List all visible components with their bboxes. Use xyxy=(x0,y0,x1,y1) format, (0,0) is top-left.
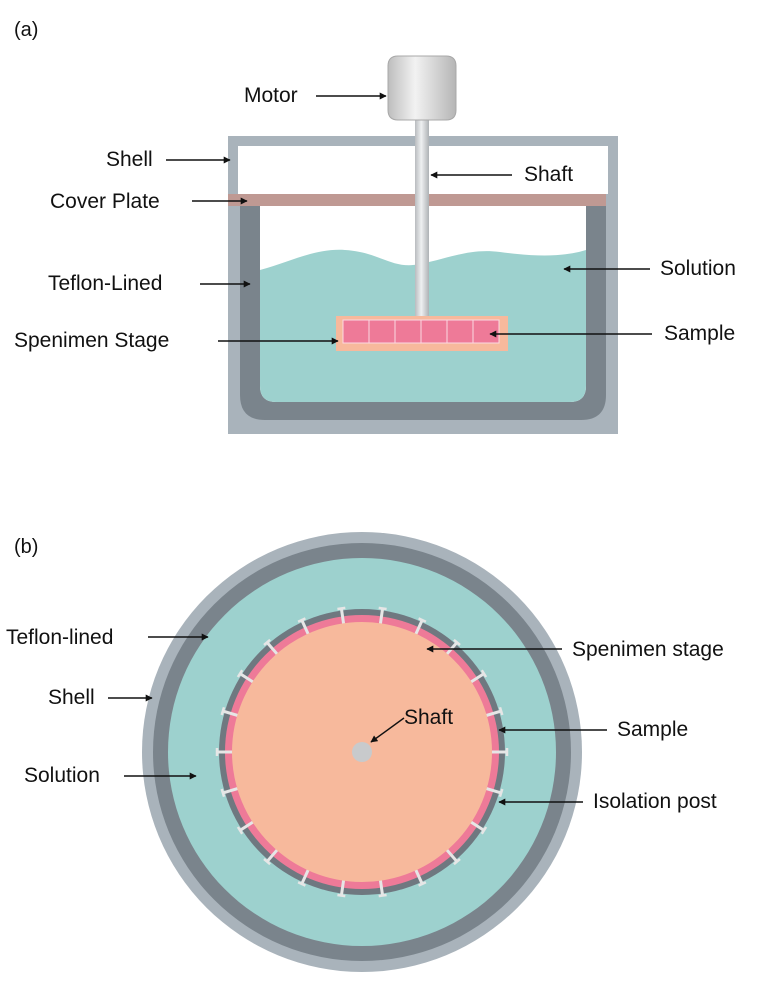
sample-a-5 xyxy=(446,319,474,344)
sample-a-3 xyxy=(394,319,422,344)
isolation-post-cap xyxy=(418,617,427,623)
label-shell-a: Shell xyxy=(106,148,153,171)
label-solution-b: Solution xyxy=(24,764,100,787)
isolation-post-cap xyxy=(263,638,271,646)
sample-a-6 xyxy=(472,319,500,344)
label-shaft-b: Shaft xyxy=(404,706,453,729)
isolation-post-cap xyxy=(453,858,461,866)
panel-a-tag: (a) xyxy=(14,19,38,41)
panel-b: (b) Teflon-lined Shell Solution Spenimen… xyxy=(6,532,724,972)
panel-b-tag: (b) xyxy=(14,536,38,558)
label-sample-b: Sample xyxy=(617,718,688,741)
isolation-post-cap xyxy=(263,858,271,866)
isolation-post-cap xyxy=(418,881,427,887)
label-teflon-a: Teflon-Lined xyxy=(48,272,162,295)
label-stage-a: Spenimen Stage xyxy=(14,329,169,352)
isolation-post-cap xyxy=(220,788,226,798)
label-shaft-a: Shaft xyxy=(524,163,573,186)
isolation-post-cap xyxy=(480,669,488,678)
sample-a-1 xyxy=(342,319,370,344)
isolation-post-cap xyxy=(297,617,306,623)
label-solution-a: Solution xyxy=(660,257,736,280)
label-cover-plate: Cover Plate xyxy=(50,190,160,213)
arrow-shaft-b xyxy=(370,717,405,743)
isolation-post-cap xyxy=(220,706,226,716)
panel-a: (a) Motor Shell Cover Plate xyxy=(14,19,736,434)
motor-a xyxy=(387,55,457,121)
isolation-post-cap xyxy=(480,826,488,835)
sample-row-a xyxy=(342,319,500,344)
isolation-post-cap xyxy=(378,893,387,898)
label-teflon-b: Teflon-lined xyxy=(6,626,113,649)
isolation-post-cap xyxy=(498,788,504,798)
isolation-post-cap xyxy=(236,669,244,678)
label-sample-a: Sample xyxy=(664,322,735,345)
label-post-b: Isolation post xyxy=(593,790,717,813)
shaft-a xyxy=(415,118,429,320)
shaft-b xyxy=(352,742,372,762)
label-shell-b: Shell xyxy=(48,686,95,709)
sample-a-2 xyxy=(368,319,396,344)
label-stage-b: Spenimen stage xyxy=(572,638,724,661)
sample-a-4 xyxy=(420,319,448,344)
isolation-post-cap xyxy=(498,706,504,716)
isolation-post-cap xyxy=(337,893,346,898)
isolation-post-cap xyxy=(297,881,306,887)
label-motor: Motor xyxy=(244,84,298,107)
isolation-post-cap xyxy=(378,606,387,611)
isolation-post-cap xyxy=(236,826,244,835)
isolation-post-cap xyxy=(453,638,461,646)
isolation-post-cap xyxy=(337,606,346,611)
